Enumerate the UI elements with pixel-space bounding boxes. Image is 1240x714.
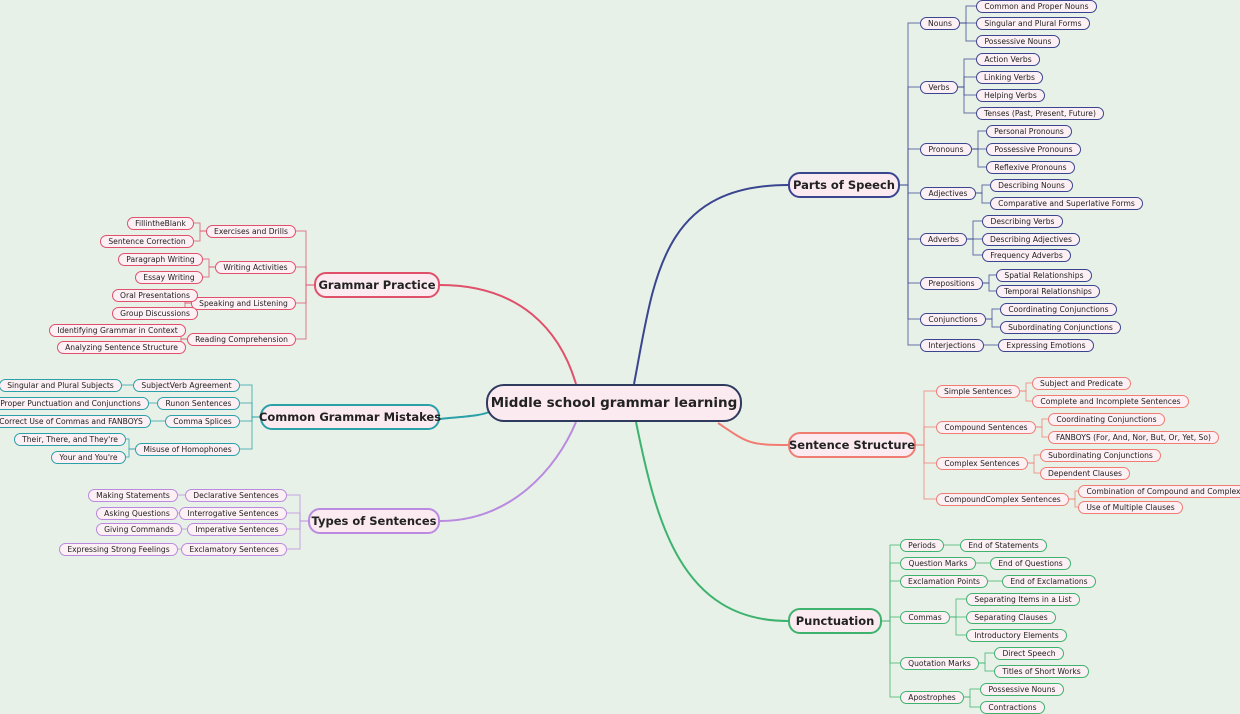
leaf-comparative-and-superlative-forms[interactable]: Comparative and Superlative Forms [990, 196, 1143, 210]
leaf-separating-clauses[interactable]: Separating Clauses [966, 610, 1056, 624]
leaf-linking-verbs[interactable]: Linking Verbs [976, 70, 1043, 84]
subtopic-apostrophes[interactable]: Apostrophes [900, 690, 964, 704]
topic-ss[interactable]: Sentence Structure [788, 432, 916, 458]
leaf-singular-and-plural-forms[interactable]: Singular and Plural Forms [976, 16, 1090, 30]
leaf-your-and-you-re[interactable]: Your and You're [51, 450, 126, 464]
leaf-proper-punctuation-and-conjunctions[interactable]: Proper Punctuation and Conjunctions [0, 396, 149, 410]
leaf-subordinating-conjunctions[interactable]: Subordinating Conjunctions [1040, 448, 1161, 462]
leaf-end-of-questions[interactable]: End of Questions [990, 556, 1071, 570]
leaf-reflexive-pronouns[interactable]: Reflexive Pronouns [986, 160, 1075, 174]
leaf-coordinating-conjunctions[interactable]: Coordinating Conjunctions [1000, 302, 1117, 316]
topic-pos[interactable]: Parts of Speech [788, 172, 900, 198]
leaf-fillintheblank[interactable]: FillintheBlank [127, 216, 194, 230]
subtopic-adjectives[interactable]: Adjectives [920, 186, 976, 200]
leaf-tenses-past-present-future[interactable]: Tenses (Past, Present, Future) [976, 106, 1104, 120]
leaf-making-statements[interactable]: Making Statements [88, 488, 178, 502]
leaf-expressing-emotions[interactable]: Expressing Emotions [998, 338, 1094, 352]
leaf-action-verbs[interactable]: Action Verbs [976, 52, 1040, 66]
leaf-giving-commands[interactable]: Giving Commands [96, 522, 182, 536]
leaf-subordinating-conjunctions[interactable]: Subordinating Conjunctions [1000, 320, 1121, 334]
leaf-spatial-relationships[interactable]: Spatial Relationships [996, 268, 1092, 282]
subtopic-interjections[interactable]: Interjections [920, 338, 984, 352]
subtopic-exercises-and-drills[interactable]: Exercises and Drills [206, 224, 296, 238]
subtopic-declarative-sentences[interactable]: Declarative Sentences [185, 488, 287, 502]
subtopic-complex-sentences[interactable]: Complex Sentences [936, 456, 1028, 470]
subtopic-quotation-marks[interactable]: Quotation Marks [900, 656, 979, 670]
leaf-complete-and-incomplete-sentences[interactable]: Complete and Incomplete Sentences [1032, 394, 1189, 408]
leaf-their-there-and-they-re[interactable]: Their, There, and They're [14, 432, 126, 446]
leaf-personal-pronouns[interactable]: Personal Pronouns [986, 124, 1072, 138]
subtopic-imperative-sentences[interactable]: Imperative Sentences [187, 522, 287, 536]
subtopic-compoundcomplex-sentences[interactable]: CompoundComplex Sentences [936, 492, 1069, 506]
subtopic-interrogative-sentences[interactable]: Interrogative Sentences [179, 506, 287, 520]
leaf-titles-of-short-works[interactable]: Titles of Short Works [994, 664, 1089, 678]
leaf-dependent-clauses[interactable]: Dependent Clauses [1040, 466, 1130, 480]
leaf-possessive-nouns[interactable]: Possessive Nouns [980, 682, 1064, 696]
leaf-temporal-relationships[interactable]: Temporal Relationships [996, 284, 1100, 298]
topic-tos[interactable]: Types of Sentences [308, 508, 440, 534]
leaf-describing-nouns[interactable]: Describing Nouns [990, 178, 1073, 192]
subtopic-runon-sentences[interactable]: Runon Sentences [157, 396, 240, 410]
subtopic-writing-activities[interactable]: Writing Activities [215, 260, 296, 274]
leaf-group-discussions[interactable]: Group Discussions [112, 306, 198, 320]
subtopic-prepositions[interactable]: Prepositions [920, 276, 983, 290]
leaf-coordinating-conjunctions[interactable]: Coordinating Conjunctions [1048, 412, 1165, 426]
subtopic-pronouns[interactable]: Pronouns [920, 142, 972, 156]
leaf-describing-verbs[interactable]: Describing Verbs [982, 214, 1063, 228]
subtopic-verbs[interactable]: Verbs [920, 80, 958, 94]
leaf-frequency-adverbs[interactable]: Frequency Adverbs [982, 248, 1071, 262]
leaf-identifying-grammar-in-context[interactable]: Identifying Grammar in Context [49, 323, 186, 337]
leaf-fanboys-for-and-nor-but-or-yet-so[interactable]: FANBOYS (For, And, Nor, But, Or, Yet, So… [1048, 430, 1219, 444]
leaf-end-of-statements[interactable]: End of Statements [960, 538, 1047, 552]
leaf-common-and-proper-nouns[interactable]: Common and Proper Nouns [976, 0, 1097, 13]
leaf-correct-use-of-commas-and-fanboys[interactable]: Correct Use of Commas and FANBOYS [0, 414, 151, 428]
leaf-helping-verbs[interactable]: Helping Verbs [976, 88, 1045, 102]
subtopic-adverbs[interactable]: Adverbs [920, 232, 967, 246]
topic-gp[interactable]: Grammar Practice [314, 272, 440, 298]
leaf-essay-writing[interactable]: Essay Writing [135, 270, 203, 284]
leaf-use-of-multiple-clauses[interactable]: Use of Multiple Clauses [1078, 500, 1183, 514]
leaf-contractions[interactable]: Contractions [980, 700, 1045, 714]
leaf-end-of-exclamations[interactable]: End of Exclamations [1002, 574, 1096, 588]
leaf-oral-presentations[interactable]: Oral Presentations [112, 288, 198, 302]
subtopic-reading-comprehension[interactable]: Reading Comprehension [187, 332, 296, 346]
leaf-separating-items-in-a-list[interactable]: Separating Items in a List [966, 592, 1080, 606]
leaf-possessive-pronouns[interactable]: Possessive Pronouns [986, 142, 1081, 156]
leaf-subject-and-predicate[interactable]: Subject and Predicate [1032, 376, 1131, 390]
leaf-introductory-elements[interactable]: Introductory Elements [966, 628, 1067, 642]
subtopic-speaking-and-listening[interactable]: Speaking and Listening [191, 296, 296, 310]
leaf-asking-questions[interactable]: Asking Questions [96, 506, 178, 520]
leaf-sentence-correction[interactable]: Sentence Correction [100, 234, 194, 248]
subtopic-exclamatory-sentences[interactable]: Exclamatory Sentences [181, 542, 287, 556]
leaf-analyzing-sentence-structure[interactable]: Analyzing Sentence Structure [57, 340, 186, 354]
leaf-expressing-strong-feelings[interactable]: Expressing Strong Feelings [59, 542, 178, 556]
leaf-describing-adjectives[interactable]: Describing Adjectives [982, 232, 1080, 246]
subtopic-conjunctions[interactable]: Conjunctions [920, 312, 986, 326]
leaf-paragraph-writing[interactable]: Paragraph Writing [118, 252, 203, 266]
leaf-possessive-nouns[interactable]: Possessive Nouns [976, 34, 1060, 48]
topic-pun[interactable]: Punctuation [788, 608, 882, 634]
leaf-combination-of-compound-and-complex[interactable]: Combination of Compound and Complex [1078, 484, 1240, 498]
subtopic-simple-sentences[interactable]: Simple Sentences [936, 384, 1020, 398]
topic-cgm[interactable]: Common Grammar Mistakes [259, 404, 441, 430]
subtopic-subjectverb-agreement[interactable]: SubjectVerb Agreement [133, 378, 240, 392]
subtopic-nouns[interactable]: Nouns [920, 16, 960, 30]
subtopic-misuse-of-homophones[interactable]: Misuse of Homophones [135, 442, 240, 456]
subtopic-periods[interactable]: Periods [900, 538, 944, 552]
leaf-singular-and-plural-subjects[interactable]: Singular and Plural Subjects [0, 378, 122, 392]
leaf-direct-speech[interactable]: Direct Speech [994, 646, 1064, 660]
subtopic-exclamation-points[interactable]: Exclamation Points [900, 574, 988, 588]
subtopic-question-marks[interactable]: Question Marks [900, 556, 976, 570]
subtopic-commas[interactable]: Commas [900, 610, 950, 624]
root-topic[interactable]: Middle school grammar learning [486, 384, 742, 422]
subtopic-comma-splices[interactable]: Comma Splices [165, 414, 240, 428]
subtopic-compound-sentences[interactable]: Compound Sentences [936, 420, 1036, 434]
